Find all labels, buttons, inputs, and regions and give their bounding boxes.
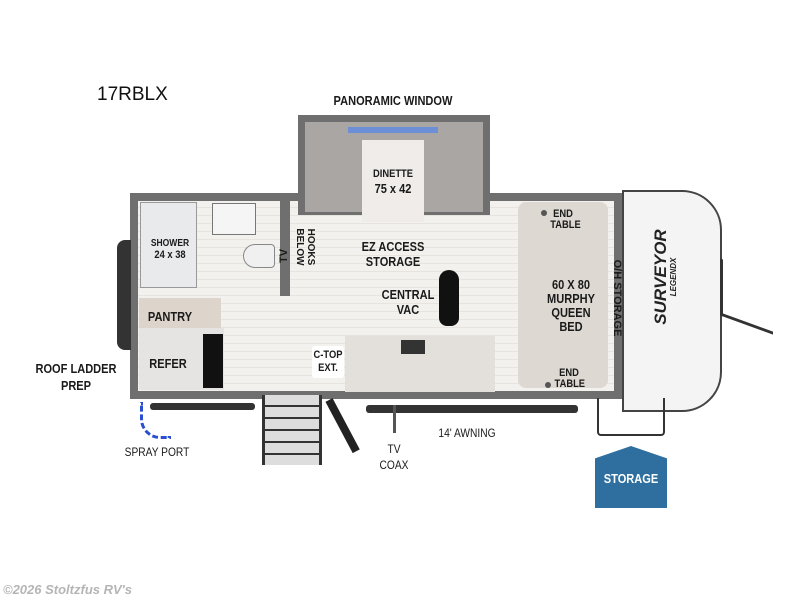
label-ez-access-storage: EZ ACCESS STORAGE — [361, 239, 425, 269]
label-tv-coax: TV COAX — [379, 442, 409, 472]
logo-sub: LEGENDX — [669, 257, 678, 297]
hitch — [720, 258, 773, 335]
front-storage-box — [597, 398, 665, 436]
label-hooks-below: HOOKS BELOW — [294, 228, 316, 266]
label-ctop-ext: C-TOP EXT. — [313, 349, 343, 374]
label-storage: STORAGE — [603, 471, 659, 486]
ctop-ext-box — [312, 346, 344, 378]
footprint-icon — [439, 270, 459, 326]
storage-badge — [595, 446, 667, 508]
label-dinette: DINETTE — [372, 168, 414, 180]
label-tv: TV — [278, 248, 290, 264]
label-shower-size: 24 x 38 — [154, 249, 186, 261]
label-end-table-top: END TABLE — [550, 208, 581, 231]
pantry — [139, 298, 221, 328]
awning-rail — [366, 405, 578, 413]
label-shower: SHOWER — [150, 238, 190, 249]
label-roof-ladder-prep: ROOF LADDER PREP — [35, 361, 117, 393]
rear-bumper — [117, 240, 131, 350]
surveyor-logo: SURVEYOR LEGENDX — [651, 222, 682, 332]
bath-wall — [280, 200, 290, 296]
label-awning: 14' AWNING — [438, 426, 496, 440]
label-panoramic-window: PANORAMIC WINDOW — [333, 93, 453, 108]
label-refer: REFER — [149, 356, 187, 371]
label-dinette-size: 75 x 42 — [374, 181, 412, 196]
dinette-table — [362, 140, 424, 222]
entry-door — [325, 398, 360, 454]
label-pantry: PANTRY — [147, 309, 193, 324]
hose-icon — [140, 402, 171, 439]
end-table-bottom-dot — [545, 382, 551, 388]
murphy-bed — [518, 202, 608, 388]
tv-coax-icon — [393, 405, 396, 433]
label-spray-port: SPRAY PORT — [124, 445, 190, 459]
cooktop-icon — [401, 340, 425, 354]
label-central-vac: CENTRAL VAC — [381, 287, 435, 317]
label-bed: 60 X 80 MURPHY QUEEN BED — [547, 277, 595, 334]
front-cap — [622, 190, 722, 412]
sink — [212, 203, 256, 235]
entry-steps — [262, 395, 322, 465]
shower — [140, 202, 197, 288]
end-table-top-dot — [541, 210, 547, 216]
toilet — [243, 244, 275, 268]
watermark: ©2026 Stoltzfus RV's — [3, 582, 132, 597]
label-end-table-bottom: END TABLE — [554, 367, 586, 390]
refrigerator-door — [203, 334, 223, 388]
logo-brand: SURVEYOR — [651, 229, 670, 325]
panoramic-window-glass — [348, 127, 438, 133]
model-name: 17RBLX — [97, 84, 168, 105]
awning-rail-left — [150, 403, 255, 410]
